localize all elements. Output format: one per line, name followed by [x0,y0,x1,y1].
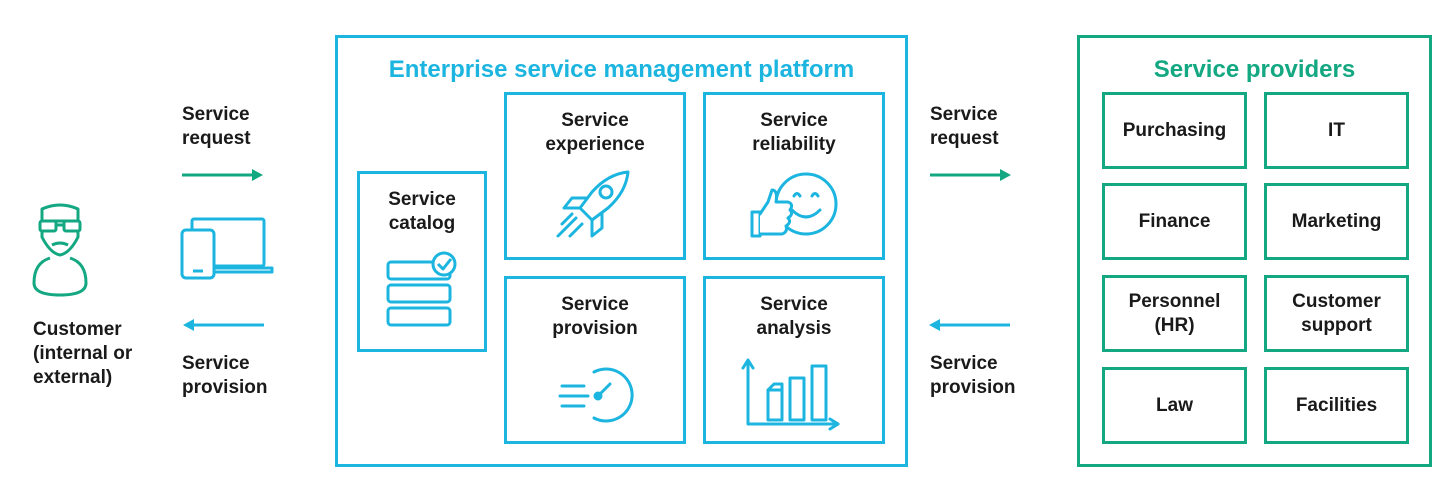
provider-customer-support: Customer support [1264,275,1409,352]
rocket-icon [556,170,630,238]
speed-dial-icon [558,367,634,423]
provider-personnel-hr: Personnel (HR) [1102,275,1247,352]
provider-law: Law [1102,367,1247,444]
left-service-request-label: Service request [182,104,251,149]
right-service-provision-label: Service provision [930,353,1016,398]
service-catalog-box: Service catalog [357,171,487,352]
bar-chart-icon [741,358,840,431]
service-provision-module-label: Service provision [552,294,638,339]
provider-marketing: Marketing [1264,183,1409,260]
right-arrow-icon [182,169,263,181]
phone-laptop-icon [180,217,274,280]
customer-label: Customer (internal or external) [33,319,133,388]
provider-finance: Finance [1102,183,1247,260]
thumbs-up-smiley-icon [750,172,838,238]
left-service-provision-label: Service provision [182,353,268,398]
customer-person-icon [32,203,88,297]
left-arrow-icon [183,319,264,331]
provider-facilities: Facilities [1264,367,1409,444]
platform-title: Enterprise service management platform [388,56,855,83]
service-analysis-label: Service analysis [756,294,832,339]
service-provision-box: Service provision [504,276,686,444]
left-arrow-icon [929,319,1010,331]
service-analysis-box: Service analysis [703,276,885,444]
provider-it: IT [1264,92,1409,169]
service-catalog-label: Service catalog [388,189,456,234]
right-service-request-label: Service request [930,104,999,149]
stacked-list-check-icon [386,251,457,327]
service-reliability-box: Service reliability [703,92,885,260]
service-experience-label: Service experience [545,110,645,155]
service-providers-title: Service providers [1153,56,1356,83]
provider-purchasing: Purchasing [1102,92,1247,169]
right-arrow-icon [930,169,1011,181]
service-reliability-label: Service reliability [752,110,836,155]
